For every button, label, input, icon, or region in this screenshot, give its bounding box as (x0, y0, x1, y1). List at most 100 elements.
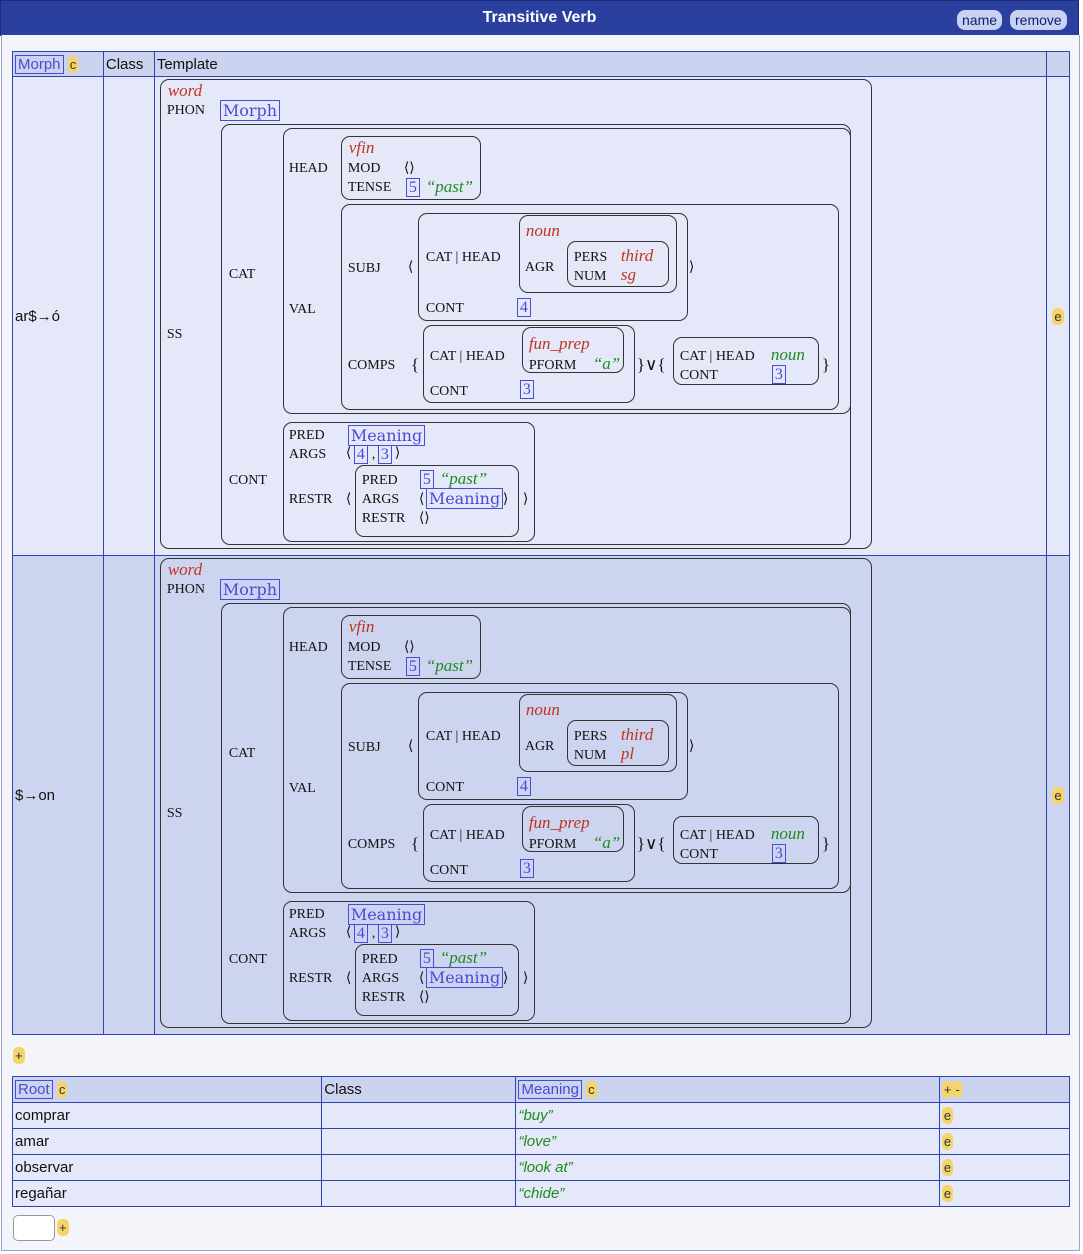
avm-bracket (417, 213, 688, 321)
morph-c-button[interactable]: c (67, 55, 79, 73)
avm-restr: RESTR (288, 971, 333, 986)
avm-past: “past” (425, 656, 474, 675)
meaning-header-button[interactable]: Meaning (518, 1080, 582, 1099)
template-cell: word PHON Morph SS CAT HEAD vfin MOD ⟨⟩ … (153, 555, 1048, 1035)
avm: word PHON Morph SS CAT HEAD vfin MOD ⟨⟩ … (157, 77, 1037, 555)
avm-ss: SS (166, 806, 183, 821)
avm-vfin: vfin (348, 138, 375, 157)
avm-bracket (518, 694, 677, 772)
avm-bracket (518, 215, 677, 293)
avm-tense: TENSE (347, 180, 392, 195)
table-row: $→on word PHON Morph SS CAT HEAD vfin MO… (12, 555, 1070, 1035)
meaning-box[interactable]: Meaning (425, 488, 504, 509)
class-cell (102, 555, 155, 1035)
avm-cat-head: CAT | HEAD (429, 828, 505, 843)
avm-lang: ⟨ (407, 739, 414, 754)
avm-lbrace: { (410, 834, 419, 853)
root-c-button[interactable]: c (56, 1081, 68, 1098)
avm-tag3: 3 (377, 445, 392, 464)
avm-tag5: 5 (419, 949, 434, 968)
edit-button[interactable]: e (1052, 307, 1064, 325)
root-cell: observar (11, 1154, 323, 1181)
avm-cat-head: CAT | HEAD (425, 729, 501, 744)
avm-phon: PHON (166, 582, 205, 597)
avm-rang: ⟩ (688, 739, 695, 754)
morph-box[interactable]: Morph (219, 579, 281, 600)
template-header: Template (153, 51, 1048, 77)
avm-bracket (354, 465, 519, 537)
edit-button[interactable]: e (941, 1185, 954, 1202)
avm-restr: RESTR (361, 990, 406, 1005)
meaning-c-button[interactable]: c (586, 1081, 597, 1098)
avm-bracket (340, 615, 481, 679)
class-cell (102, 76, 155, 556)
class-cell (321, 1154, 517, 1181)
meaning-box[interactable]: Meaning (347, 425, 426, 446)
meaning-cell: “love” (515, 1128, 940, 1155)
avm-a: “a” (592, 354, 621, 373)
avm-args: ARGS (361, 971, 400, 986)
add-morph-button[interactable]: + (13, 1047, 25, 1064)
avm-pers: PERS (573, 729, 608, 744)
avm-phon: PHON (166, 103, 205, 118)
avm-tag3: 3 (377, 924, 392, 943)
avm-type: word (167, 560, 203, 579)
meaning-box[interactable]: Meaning (347, 904, 426, 925)
avm-rang: ⟩ (522, 971, 529, 986)
avm-lbrace: { (410, 355, 419, 374)
add-column-button[interactable]: + (941, 1081, 954, 1098)
morph-box[interactable]: Morph (219, 100, 281, 121)
content-panel: Morph c Class Template ar$→ó word PHON M… (1, 35, 1080, 1251)
table-row: ar$→ó word PHON Morph SS CAT HEAD vfin M… (12, 76, 1070, 556)
edit-button[interactable]: e (941, 1107, 954, 1124)
avm-past: “past” (439, 469, 488, 488)
avm-a: “a” (592, 833, 621, 852)
meaning-cell: “buy” (515, 1102, 940, 1129)
table-row: regañar “chide” e (11, 1180, 1071, 1207)
avm-rang: ⟩ (502, 971, 509, 986)
new-root-input[interactable] (13, 1215, 55, 1241)
root-header-button[interactable]: Root (15, 1080, 53, 1099)
avm-bracket (340, 136, 481, 200)
avm-cont: CONT (429, 384, 468, 399)
avm-pred: PRED (361, 473, 398, 488)
avm-bracket (672, 337, 819, 385)
avm-cont: CONT (679, 368, 718, 383)
edit-button[interactable]: e (941, 1133, 954, 1150)
num-value: pl (620, 744, 635, 763)
root-cell: regañar (11, 1180, 323, 1207)
morph-cell: $→on (12, 555, 104, 1035)
morph-header-button[interactable]: Morph (15, 54, 64, 74)
class-header: Class (102, 51, 155, 77)
avm-tag4: 4 (516, 298, 531, 317)
edit-button[interactable]: e (941, 1159, 954, 1176)
avm-bracket (282, 128, 851, 414)
table-row: amar “love” e (11, 1128, 1071, 1155)
avm-lang: ⟨ (418, 971, 425, 986)
meaning-box[interactable]: Meaning (425, 967, 504, 988)
avm-ss: SS (166, 327, 183, 342)
avm-agr: AGR (524, 739, 555, 754)
remove-button[interactable]: remove (1010, 10, 1067, 30)
avm-bracket (354, 944, 519, 1016)
avm-head: HEAD (288, 161, 328, 176)
avm-val: VAL (288, 781, 316, 796)
root-cell: amar (11, 1128, 323, 1155)
remove-column-button[interactable]: - (953, 1081, 962, 1098)
avm-rang: ⟩ (522, 492, 529, 507)
avm-past: “past” (425, 177, 474, 196)
name-button[interactable]: name (957, 10, 1003, 30)
avm-pred: PRED (288, 907, 325, 922)
template-cell: word PHON Morph SS CAT HEAD vfin MOD ⟨⟩ … (153, 76, 1048, 556)
avm-noun: noun (770, 824, 805, 843)
avm-lang: ⟨ (418, 492, 425, 507)
add-root-button[interactable]: + (57, 1219, 69, 1236)
avm-pform: PFORM (528, 358, 577, 373)
avm-bracket (672, 816, 819, 864)
root-table-header: Root c Class Meaning c +- (11, 1076, 1071, 1103)
avm-cat-head: CAT | HEAD (679, 349, 755, 364)
avm-bracket (417, 692, 688, 800)
avm-cont: CONT (425, 780, 464, 795)
avm-mod: MOD (347, 161, 381, 176)
edit-button[interactable]: e (1052, 786, 1064, 804)
